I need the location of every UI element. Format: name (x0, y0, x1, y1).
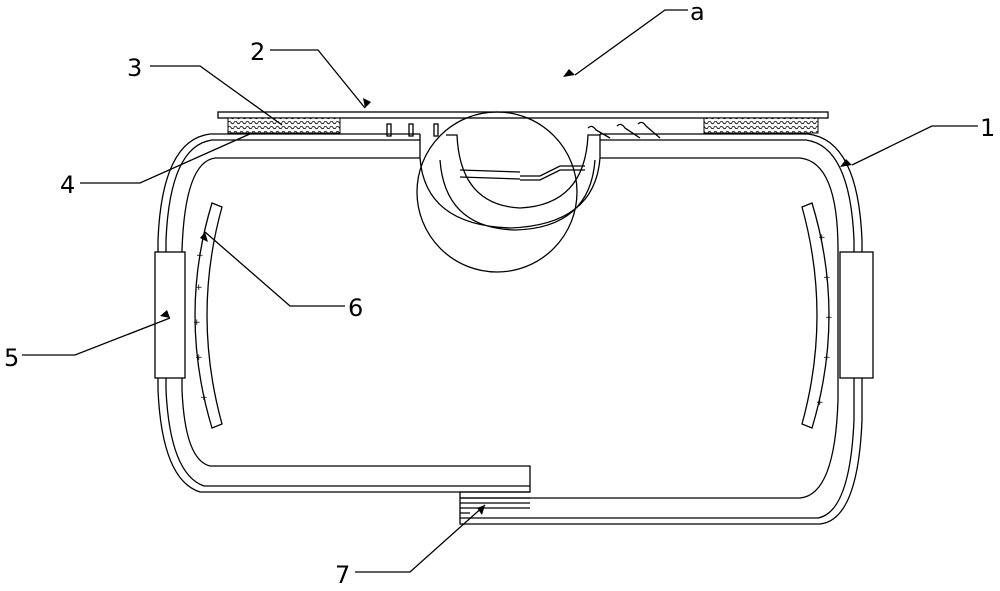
label-a: a (690, 0, 705, 26)
pins (386, 121, 661, 139)
clip-rods (459, 165, 585, 181)
label-2: 2 (250, 38, 265, 66)
plus-mark: + (823, 353, 831, 363)
plus-mark: + (195, 283, 203, 293)
label-5: 5 (4, 344, 19, 372)
plus-mark: + (196, 251, 204, 261)
label-3: 3 (127, 54, 142, 82)
magnet-arc-left (194, 202, 223, 429)
magnet-arc-right (801, 202, 830, 429)
outer-body-right-inner-line (460, 139, 855, 519)
top-plate (217, 111, 829, 119)
detail-circle-a (416, 111, 578, 273)
label-1: 1 (980, 114, 995, 142)
arrowheads (160, 69, 852, 515)
leader-lines (22, 9, 978, 573)
overlap-joint (460, 491, 530, 514)
band-left (154, 251, 186, 379)
plus-mark: + (825, 313, 833, 323)
band-right (839, 251, 874, 379)
outer-body (157, 133, 531, 493)
plus-mark: + (193, 318, 201, 328)
plus-mark: + (818, 233, 826, 243)
plus-mark: + (195, 353, 203, 363)
label-7: 7 (335, 561, 350, 589)
outer-body-inner-line (165, 139, 530, 487)
label-4: 4 (60, 171, 75, 199)
plus-mark: + (816, 398, 824, 408)
outer-body-right (459, 133, 863, 525)
recess (419, 134, 601, 231)
pad-left (227, 117, 341, 134)
plus-mark: + (200, 393, 208, 403)
plus-mark: + (823, 273, 831, 283)
label-6: 6 (348, 294, 363, 322)
pad-right (703, 117, 819, 134)
